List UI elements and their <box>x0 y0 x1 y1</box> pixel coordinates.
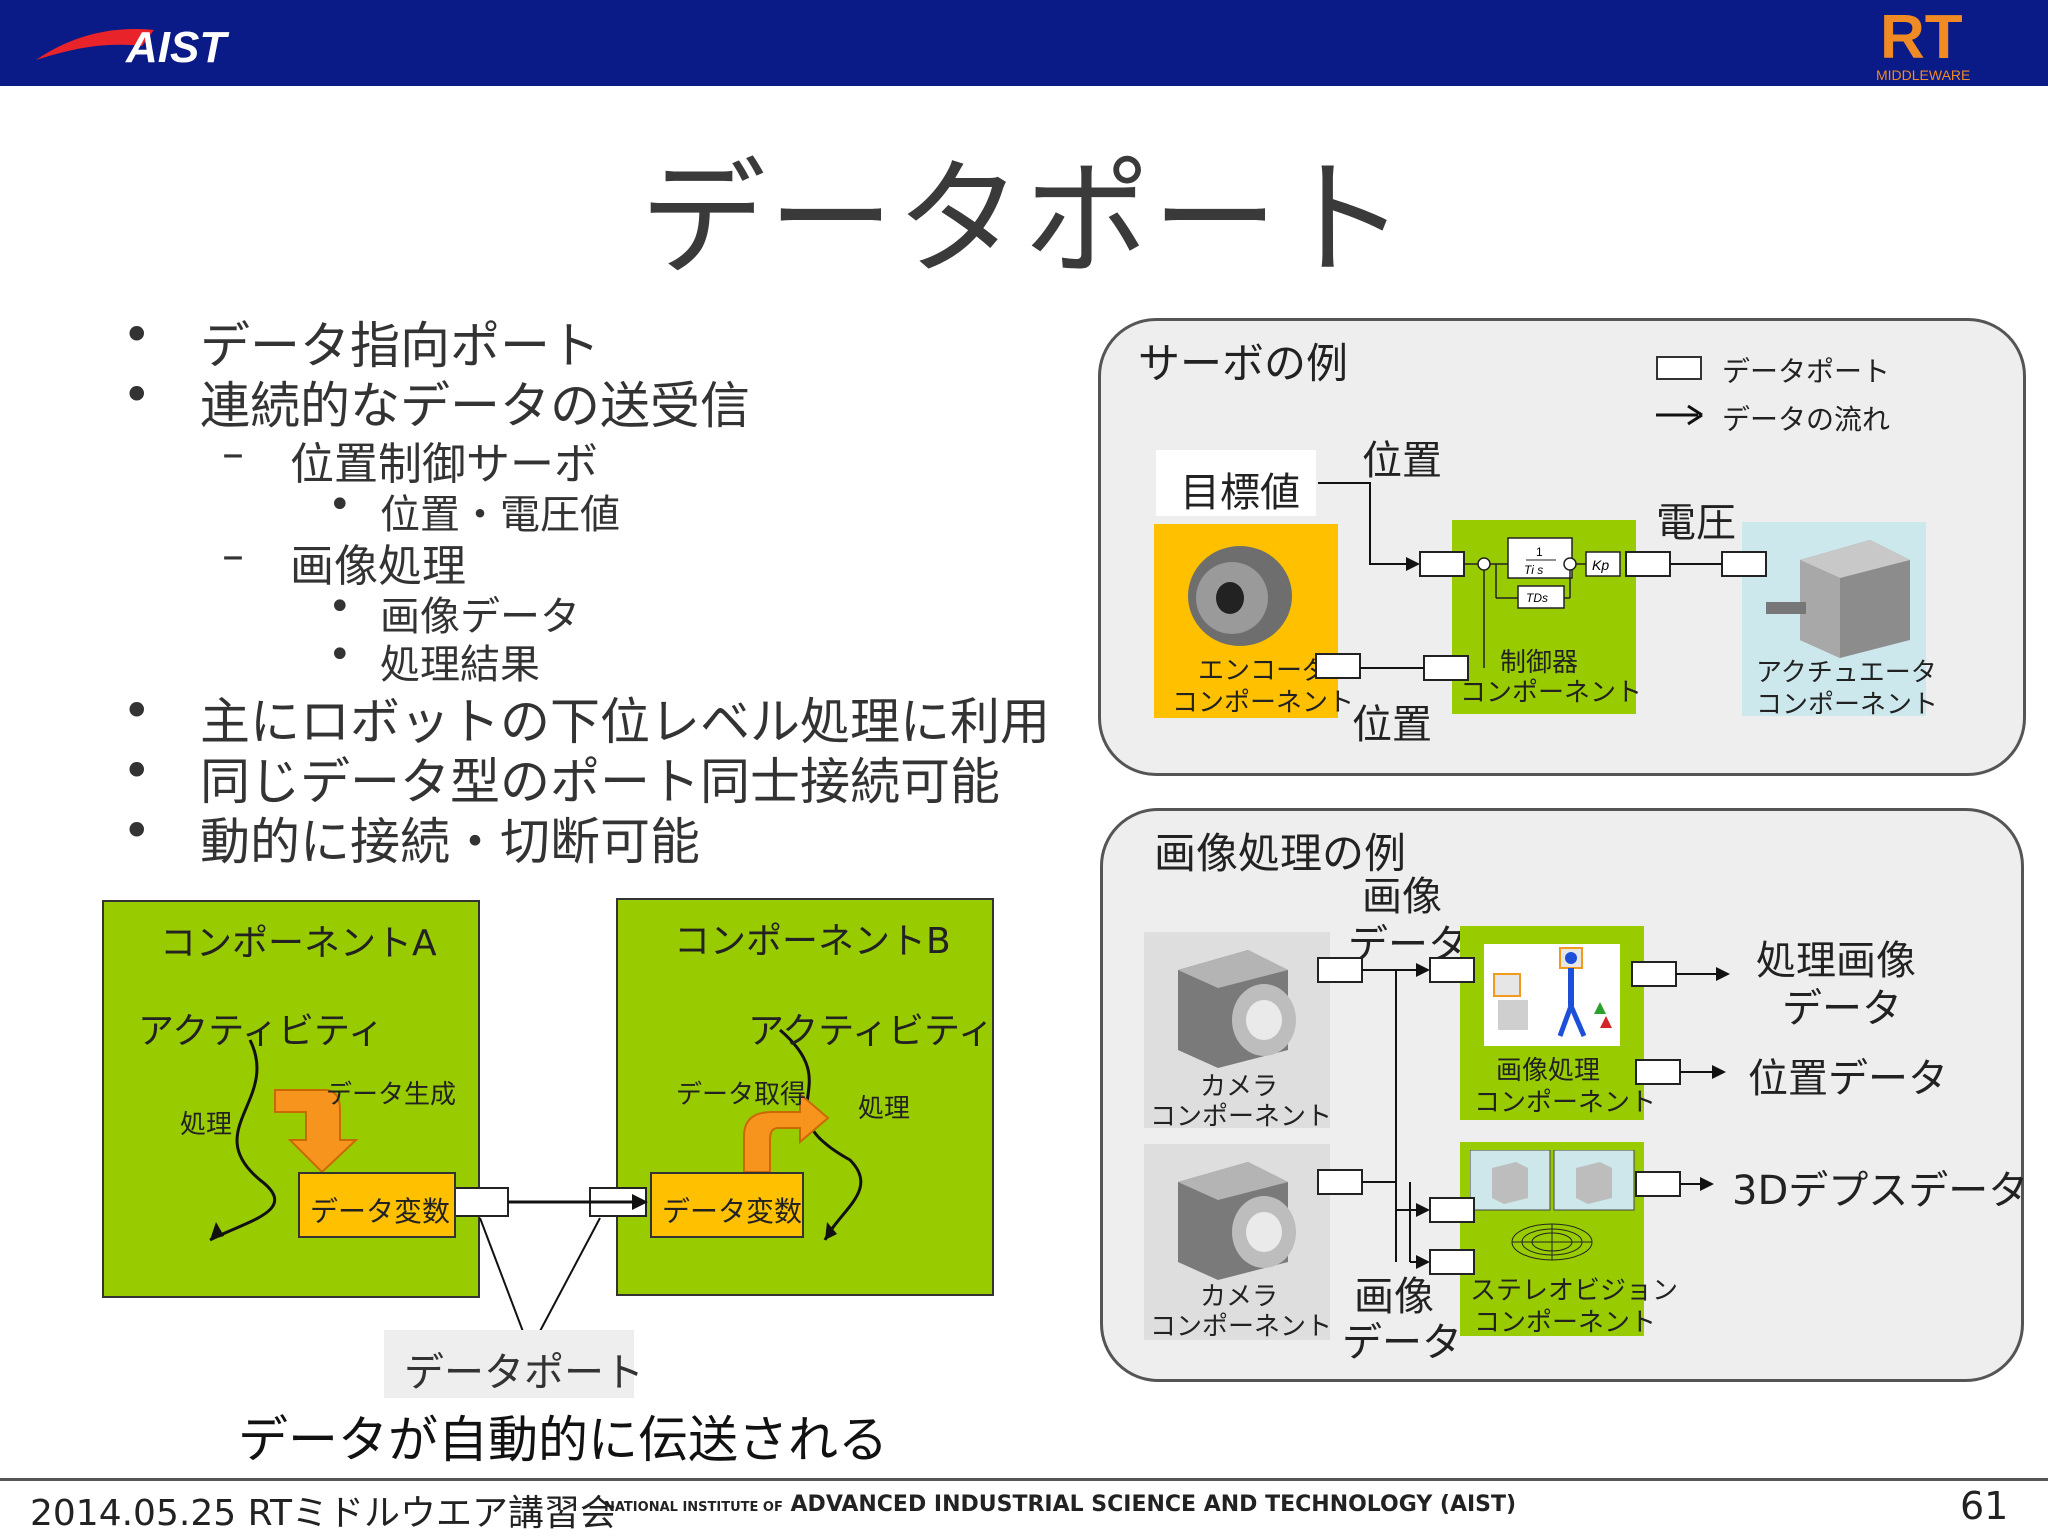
legend-flow-arrow <box>1656 404 1703 426</box>
bullet-dot: • <box>122 802 152 860</box>
stereo-image-icon <box>1470 1150 1635 1261</box>
rt-logo-text: RT <box>1880 3 1963 72</box>
component-b-label: コンポーネントB <box>674 921 951 962</box>
activity-a-label: アクティビティ <box>138 1011 384 1052</box>
rt-logo-sub: MIDDLEWARE <box>1876 67 1970 83</box>
bullet-1: データ指向ポート <box>200 317 600 375</box>
image-example-title: 画像処理の例 <box>1154 829 1407 878</box>
pid-one-text: 1 <box>1536 545 1543 559</box>
pid-td-text: TDs <box>1526 591 1548 605</box>
data-generate-label: データ生成 <box>326 1080 457 1110</box>
encoder-label-2: コンポーネント <box>1172 688 1355 718</box>
output-processed-image-1: 処理画像 <box>1756 938 1916 984</box>
bullet-2-2: 画像処理 <box>290 541 466 592</box>
pid-ti-text: Ti s <box>1524 563 1543 577</box>
bullet-5: 動的に接続・切断可能 <box>200 813 700 871</box>
header-bar <box>0 0 2048 86</box>
encoder-label-1: エンコーダ <box>1198 656 1329 686</box>
footer-divider <box>0 1478 2048 1481</box>
bullet-dot-small: • <box>328 632 352 678</box>
data-variable-b <box>650 1172 804 1238</box>
camera-icon <box>1178 1162 1296 1280</box>
bullet-2-1-1: 位置・電圧値 <box>380 492 620 538</box>
aist-logo: AIST <box>36 23 229 72</box>
data-variable-a-label: データ変数 <box>310 1195 451 1228</box>
output-position-data: 位置データ <box>1748 1056 1948 1102</box>
bullet-dot: • <box>122 306 152 364</box>
bullet-dot-small: • <box>328 584 352 630</box>
position-top-label: 位置 <box>1362 438 1442 484</box>
motor-image-icon <box>1766 540 1910 658</box>
actuator-label-2: コンポーネント <box>1756 690 1939 720</box>
bullet-dash: – <box>222 530 244 581</box>
bullet-3: 主にロボットの下位レベル処理に利用 <box>200 693 1050 751</box>
bullet-2-2-2: 処理結果 <box>380 642 540 688</box>
controller-label-2: コンポーネント <box>1460 678 1643 708</box>
stereo-label-2: コンポーネント <box>1474 1308 1657 1338</box>
improc-label-1: 画像処理 <box>1496 1056 1601 1086</box>
camera1-label-2: コンポーネント <box>1150 1102 1333 1132</box>
output-3d-depth-data: 3Dデプスデータ <box>1732 1168 2029 1214</box>
bullet-dot: • <box>122 366 152 424</box>
footer-institute-small: NATIONAL INSTITUTE OF <box>604 1500 783 1515</box>
data-port-label: データポート <box>404 1350 644 1396</box>
target-value-box <box>1156 450 1316 516</box>
footer-institute: NATIONAL INSTITUTE OF ADVANCED INDUSTRIA… <box>604 1492 1516 1517</box>
encoder-image-icon <box>1188 546 1292 646</box>
data-variable-a <box>298 1172 456 1238</box>
bullet-dash: – <box>222 428 244 479</box>
pid-kp-text: Kp <box>1592 557 1609 573</box>
footer-event: 2014.05.25 RTミドルウエア講習会 <box>30 1493 616 1534</box>
auto-transfer-caption: データが自動的に伝送される <box>238 1411 888 1469</box>
bullet-dot: • <box>122 682 152 740</box>
process-a-label: 処理 <box>180 1110 233 1140</box>
legend-port-label: データポート <box>1722 355 1891 388</box>
controller-label-1: 制御器 <box>1500 648 1579 678</box>
slide-title: データポート <box>640 146 1408 293</box>
robot-image-icon <box>1484 944 1620 1046</box>
voltage-label: 電圧 <box>1656 500 1736 546</box>
target-value-label: 目標値 <box>1180 470 1300 516</box>
camera-icon <box>1178 950 1296 1068</box>
process-b-label: 処理 <box>858 1094 911 1124</box>
legend-flow-label: データの流れ <box>1722 403 1891 436</box>
activity-b-label: アクティビティ <box>748 1011 994 1052</box>
camera2-label-2: コンポーネント <box>1150 1312 1333 1342</box>
actuator-label-1: アクチュエータ <box>1756 658 1937 688</box>
bullet-2: 連続的なデータの送受信 <box>200 377 750 435</box>
camera1-label-1: カメラ <box>1200 1072 1279 1102</box>
component-a-label: コンポーネントA <box>160 923 437 964</box>
servo-title: サーボの例 <box>1138 339 1349 388</box>
camera2-label-1: カメラ <box>1200 1282 1279 1312</box>
page-number: 61 <box>1960 1484 2009 1528</box>
rt-middleware-logo: RT MIDDLEWARE <box>1876 3 1970 83</box>
bullet-2-1: 位置制御サーボ <box>290 439 598 490</box>
bullet-2-2-1: 画像データ <box>380 594 580 640</box>
bullet-dot-small: • <box>328 482 352 528</box>
image-data-bottom-2: データ <box>1342 1320 1462 1366</box>
stereo-label-1: ステレオビジョン <box>1470 1276 1679 1306</box>
output-processed-image-2: データ <box>1782 986 1902 1032</box>
aist-logo-text: AIST <box>125 23 229 72</box>
data-acquire-label: データ取得 <box>676 1080 807 1110</box>
data-variable-b-label: データ変数 <box>662 1195 803 1228</box>
legend-port-box <box>1656 356 1702 380</box>
bullet-dot: • <box>122 742 152 800</box>
improc-label-2: コンポーネント <box>1474 1088 1657 1118</box>
bullet-4: 同じデータ型のポート同士接続可能 <box>200 753 1000 811</box>
data-port-callout <box>384 1330 634 1398</box>
footer-institute-big: ADVANCED INDUSTRIAL SCIENCE AND TECHNOLO… <box>790 1492 1517 1517</box>
position-bottom-label: 位置 <box>1352 702 1432 748</box>
image-data-top-1: 画像 <box>1362 874 1442 920</box>
image-data-bottom-1: 画像 <box>1354 1274 1434 1320</box>
